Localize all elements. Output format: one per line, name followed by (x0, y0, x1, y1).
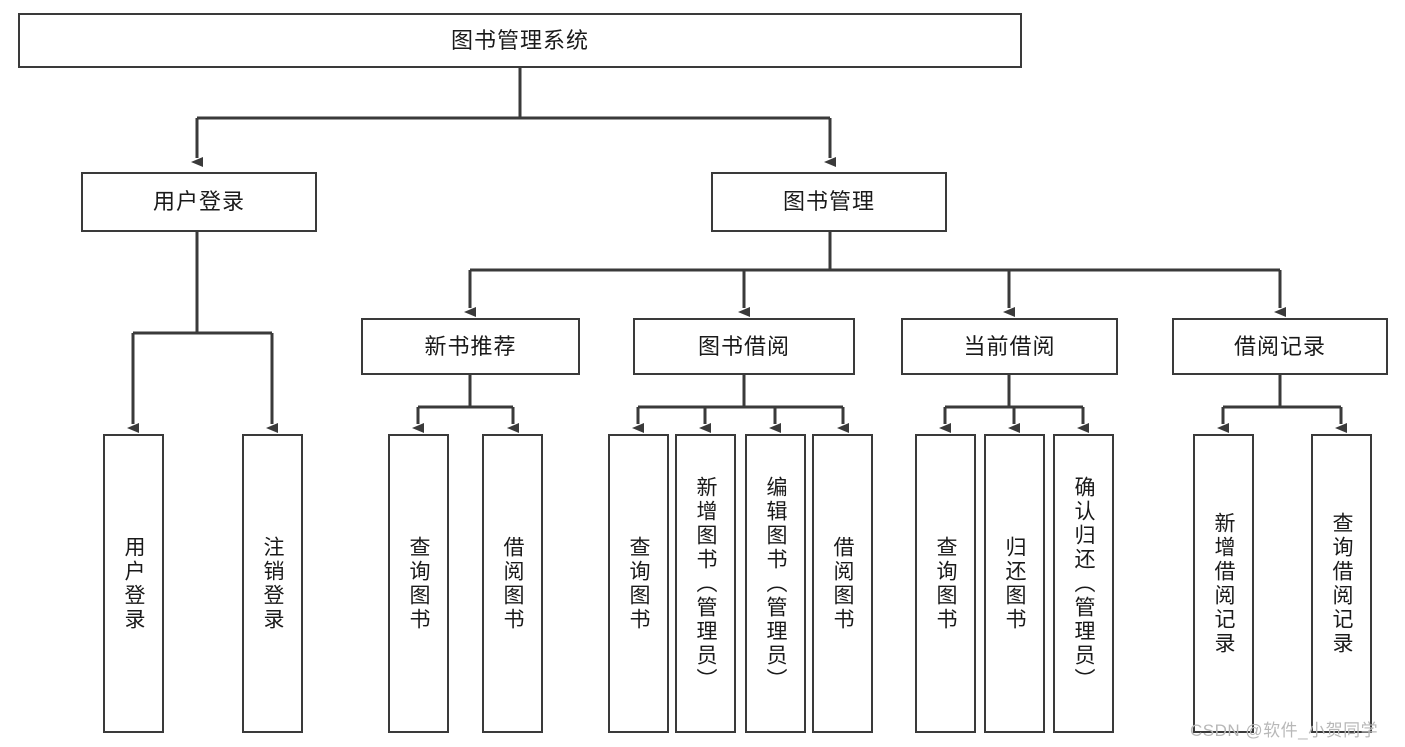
node-root[interactable]: 图书管理系统 (18, 13, 1022, 68)
node-book-management-label: 图书管理 (782, 189, 875, 215)
node-leaf-borrow-book-2-label: 借阅图书 (831, 535, 854, 632)
node-new-book-recommend[interactable]: 新书推荐 (361, 318, 580, 375)
node-leaf-confirm-return-label: 确认归还（管理员） (1072, 475, 1095, 692)
node-leaf-return-book-label: 归还图书 (1003, 535, 1026, 632)
node-leaf-query-record-label: 查询借阅记录 (1330, 511, 1353, 656)
node-leaf-query-book-2-label: 查询图书 (627, 535, 650, 632)
node-leaf-add-book-label: 新增图书（管理员） (694, 475, 717, 692)
node-borrow-record-label: 借阅记录 (1233, 333, 1326, 359)
node-leaf-add-record[interactable]: 新增借阅记录 (1193, 434, 1254, 733)
node-book-borrow-label: 图书借阅 (697, 333, 790, 359)
csdn-watermark: CSDN @软件_小贺同学 (1190, 721, 1379, 740)
node-current-borrow-label: 当前借阅 (963, 333, 1056, 359)
node-leaf-user-login-label: 用户登录 (122, 535, 145, 632)
node-user-login-label: 用户登录 (152, 189, 245, 215)
node-root-label: 图书管理系统 (450, 27, 589, 53)
node-leaf-edit-book-label: 编辑图书（管理员） (764, 475, 787, 692)
node-user-login[interactable]: 用户登录 (81, 172, 317, 232)
node-new-book-recommend-label: 新书推荐 (424, 333, 517, 359)
node-leaf-borrow-book-1-label: 借阅图书 (501, 535, 524, 632)
node-leaf-edit-book[interactable]: 编辑图书（管理员） (745, 434, 806, 733)
node-leaf-logout-login-label: 注销登录 (261, 535, 284, 632)
node-leaf-add-book[interactable]: 新增图书（管理员） (675, 434, 736, 733)
node-leaf-query-book-1-label: 查询图书 (407, 535, 430, 632)
node-leaf-logout-login[interactable]: 注销登录 (242, 434, 303, 733)
node-leaf-query-book-1[interactable]: 查询图书 (388, 434, 449, 733)
node-leaf-query-book-3[interactable]: 查询图书 (915, 434, 976, 733)
node-borrow-record[interactable]: 借阅记录 (1172, 318, 1388, 375)
node-leaf-query-book-3-label: 查询图书 (934, 535, 957, 632)
node-leaf-return-book[interactable]: 归还图书 (984, 434, 1045, 733)
node-leaf-query-book-2[interactable]: 查询图书 (608, 434, 669, 733)
node-leaf-query-record[interactable]: 查询借阅记录 (1311, 434, 1372, 733)
node-leaf-add-record-label: 新增借阅记录 (1212, 511, 1235, 656)
node-book-borrow[interactable]: 图书借阅 (633, 318, 855, 375)
node-leaf-confirm-return[interactable]: 确认归还（管理员） (1053, 434, 1114, 733)
node-current-borrow[interactable]: 当前借阅 (901, 318, 1118, 375)
node-leaf-user-login[interactable]: 用户登录 (103, 434, 164, 733)
node-leaf-borrow-book-2[interactable]: 借阅图书 (812, 434, 873, 733)
node-leaf-borrow-book-1[interactable]: 借阅图书 (482, 434, 543, 733)
node-book-management[interactable]: 图书管理 (711, 172, 947, 232)
